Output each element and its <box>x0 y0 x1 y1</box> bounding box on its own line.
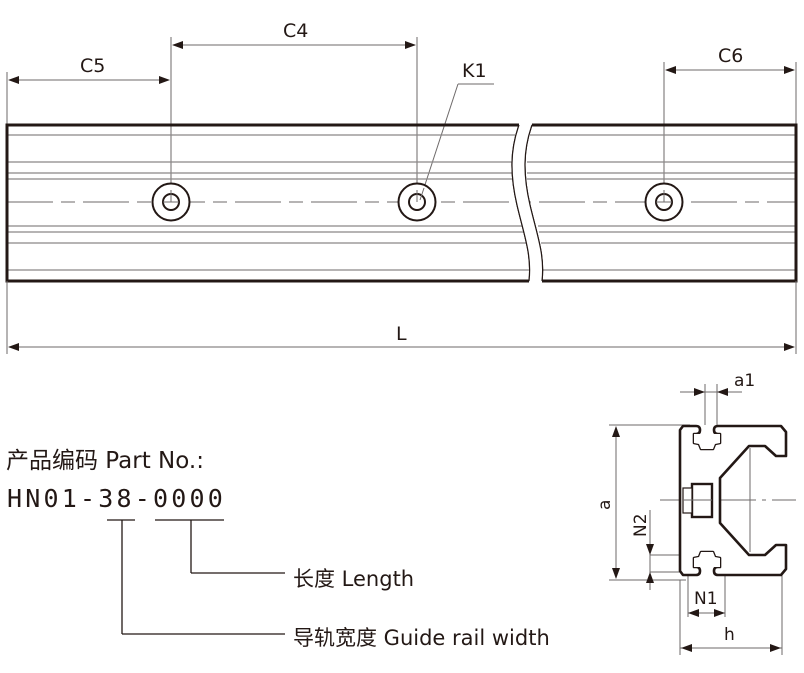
dimension-c6: C6 <box>663 45 797 190</box>
arrow-icon <box>717 388 728 396</box>
arrow-icon <box>714 609 725 617</box>
arrow-icon <box>646 572 654 583</box>
leader-k1: K1 <box>419 60 494 201</box>
mounting-hole-1 <box>151 182 191 222</box>
arrow-icon <box>646 544 654 555</box>
arrow-icon <box>8 343 19 351</box>
rail-grooves-left <box>7 134 529 271</box>
label-a1: a1 <box>734 371 755 391</box>
arrow-icon <box>172 41 183 49</box>
dimension-c5: C5 <box>6 37 172 190</box>
arrow-icon <box>770 644 781 652</box>
part-code-leaders <box>107 519 285 635</box>
arrow-icon <box>612 568 620 579</box>
part-number-title: 产品编码 Part No.: <box>6 448 204 474</box>
dimension-l: L <box>6 281 797 354</box>
segment-label-rail-width: 导轨宽度 Guide rail width <box>293 626 550 650</box>
label-c5: C5 <box>80 55 105 77</box>
part-number-code: HN01-38-0000 <box>7 484 227 513</box>
rail-grooves-right <box>527 134 796 271</box>
arrow-icon <box>688 609 699 617</box>
arrow-icon <box>405 41 416 49</box>
arrow-icon <box>694 388 705 396</box>
label-k1: K1 <box>462 60 487 82</box>
segment-label-length: 长度 Length <box>293 567 415 591</box>
label-l: L <box>396 323 407 345</box>
rail-outline-right <box>532 123 798 283</box>
rail-outline-left <box>5 123 529 283</box>
mounting-hole-3 <box>644 182 684 222</box>
rail-profile-section <box>678 424 788 577</box>
label-c6: C6 <box>718 45 743 67</box>
arrow-icon <box>159 76 170 84</box>
mounting-hole-2 <box>397 182 437 222</box>
label-a: a <box>595 500 615 510</box>
arrow-icon <box>784 343 795 351</box>
rail-top-view <box>5 123 798 283</box>
arrow-icon <box>8 76 19 84</box>
label-n2: N2 <box>631 513 651 537</box>
rail-section-view: a1 a N2 N1 h <box>595 371 796 655</box>
dimension-c4: C4 <box>172 20 418 190</box>
arrow-icon <box>612 426 620 437</box>
label-h: h <box>724 625 735 645</box>
arrow-icon <box>681 644 692 652</box>
arrow-icon <box>665 66 676 74</box>
arrow-icon <box>784 66 795 74</box>
label-n1: N1 <box>694 589 718 609</box>
label-c4: C4 <box>283 20 308 42</box>
